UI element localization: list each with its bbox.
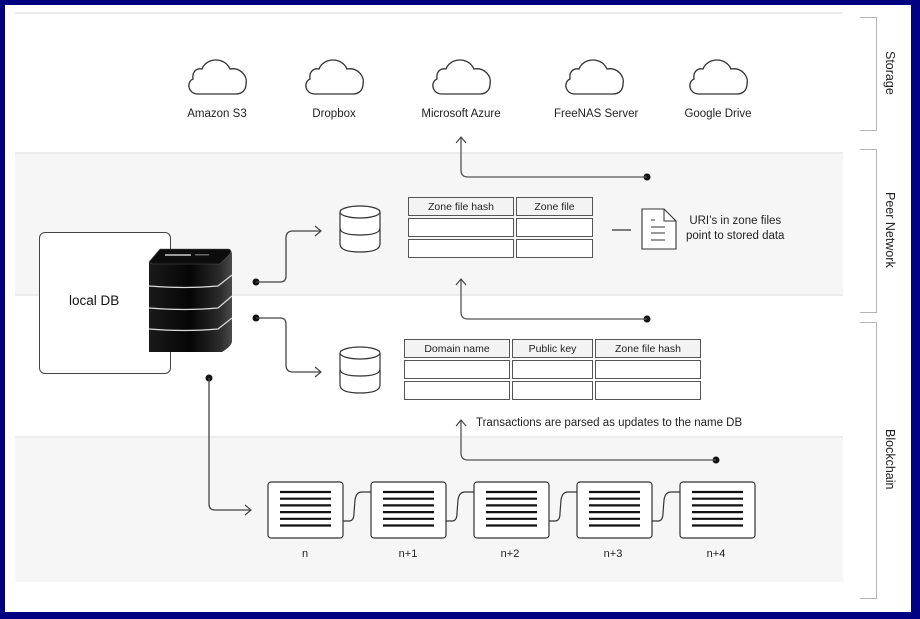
block-box bbox=[370, 481, 447, 539]
cloud-icon bbox=[305, 59, 364, 95]
storage-provider-label: FreeNAS Server bbox=[554, 108, 639, 120]
table-row bbox=[404, 360, 701, 379]
zone-file-note: URI’s in zone files point to stored data bbox=[686, 214, 784, 244]
block-label: n+3 bbox=[603, 548, 623, 560]
block bbox=[679, 481, 756, 539]
block-label: n+4 bbox=[706, 548, 726, 560]
connector-to-name-db bbox=[252, 314, 322, 378]
document-icon bbox=[641, 208, 677, 250]
column-header: Public key bbox=[512, 339, 593, 358]
block-link bbox=[549, 491, 577, 522]
table-cell bbox=[595, 381, 701, 400]
storage-provider: Microsoft Azure bbox=[421, 52, 501, 120]
storage-layer-label: Storage bbox=[883, 51, 897, 95]
storage-provider: Dropbox bbox=[294, 52, 374, 120]
server-brand-text bbox=[165, 254, 191, 256]
local-db-label: local DB bbox=[69, 293, 120, 308]
name-db-table: Domain name Public key Zone file hash bbox=[402, 337, 703, 402]
table-cell bbox=[408, 239, 514, 258]
block-link bbox=[343, 491, 371, 522]
cloud-icon bbox=[432, 59, 491, 95]
column-header: Zone file hash bbox=[595, 339, 701, 358]
block-box bbox=[473, 481, 550, 539]
blockchain-blocks bbox=[267, 481, 756, 539]
table-cell bbox=[516, 239, 593, 258]
column-header: Zone file hash bbox=[408, 197, 514, 216]
storage-provider: Amazon S3 bbox=[177, 52, 257, 120]
table-cell bbox=[408, 218, 514, 237]
connector-to-name-table bbox=[455, 419, 720, 464]
table-row bbox=[404, 381, 701, 400]
column-header: Domain name bbox=[404, 339, 510, 358]
connector-to-storage bbox=[455, 136, 651, 181]
block-label: n+2 bbox=[500, 548, 520, 560]
table-row bbox=[408, 239, 593, 258]
database-icon bbox=[339, 205, 381, 253]
cloud-icon bbox=[565, 59, 624, 95]
storage-provider: FreeNAS Server bbox=[554, 52, 639, 120]
table-row bbox=[408, 218, 593, 237]
storage-bracket bbox=[860, 17, 877, 131]
database-icon bbox=[339, 346, 381, 394]
storage-provider-label: Microsoft Azure bbox=[421, 108, 501, 120]
block-label: n+1 bbox=[398, 548, 418, 560]
table-cell bbox=[404, 360, 510, 379]
server-stack-icon bbox=[148, 248, 233, 352]
connector-to-blockchain bbox=[205, 374, 252, 516]
cloud-icon bbox=[188, 59, 247, 95]
table-cell bbox=[595, 360, 701, 379]
block-box bbox=[267, 481, 344, 539]
table-cell bbox=[512, 360, 593, 379]
storage-provider-label: Dropbox bbox=[312, 108, 356, 120]
column-header: Zone file bbox=[516, 197, 593, 216]
blockchain-layer-label: Blockchain bbox=[883, 429, 897, 490]
storage-provider: Google Drive bbox=[678, 52, 758, 120]
table-cell bbox=[404, 381, 510, 400]
zone-file-table: Zone file hash Zone file bbox=[406, 195, 595, 260]
connector-to-zone-db bbox=[252, 225, 322, 286]
block bbox=[473, 481, 550, 539]
block-box bbox=[679, 481, 756, 539]
block-label: n bbox=[301, 548, 309, 560]
block bbox=[370, 481, 447, 539]
zone-file-note-line: URI’s in zone files bbox=[689, 215, 782, 227]
block bbox=[576, 481, 653, 539]
block-link bbox=[652, 491, 680, 522]
zone-file-note-line: point to stored data bbox=[686, 230, 785, 242]
storage-provider-label: Amazon S3 bbox=[187, 108, 247, 120]
peer-network-layer-label: Peer Network bbox=[883, 192, 897, 268]
connector-to-zone-table bbox=[455, 278, 651, 323]
peer-network-bracket bbox=[860, 149, 877, 313]
transactions-note: Transactions are parsed as updates to th… bbox=[476, 417, 743, 429]
storage-provider-label: Google Drive bbox=[684, 108, 752, 120]
block bbox=[267, 481, 344, 539]
block-box bbox=[576, 481, 653, 539]
table-cell bbox=[512, 381, 593, 400]
table-cell bbox=[516, 218, 593, 237]
blockchain-bracket bbox=[860, 322, 877, 599]
block-link bbox=[446, 491, 474, 522]
cloud-icon bbox=[689, 59, 748, 95]
